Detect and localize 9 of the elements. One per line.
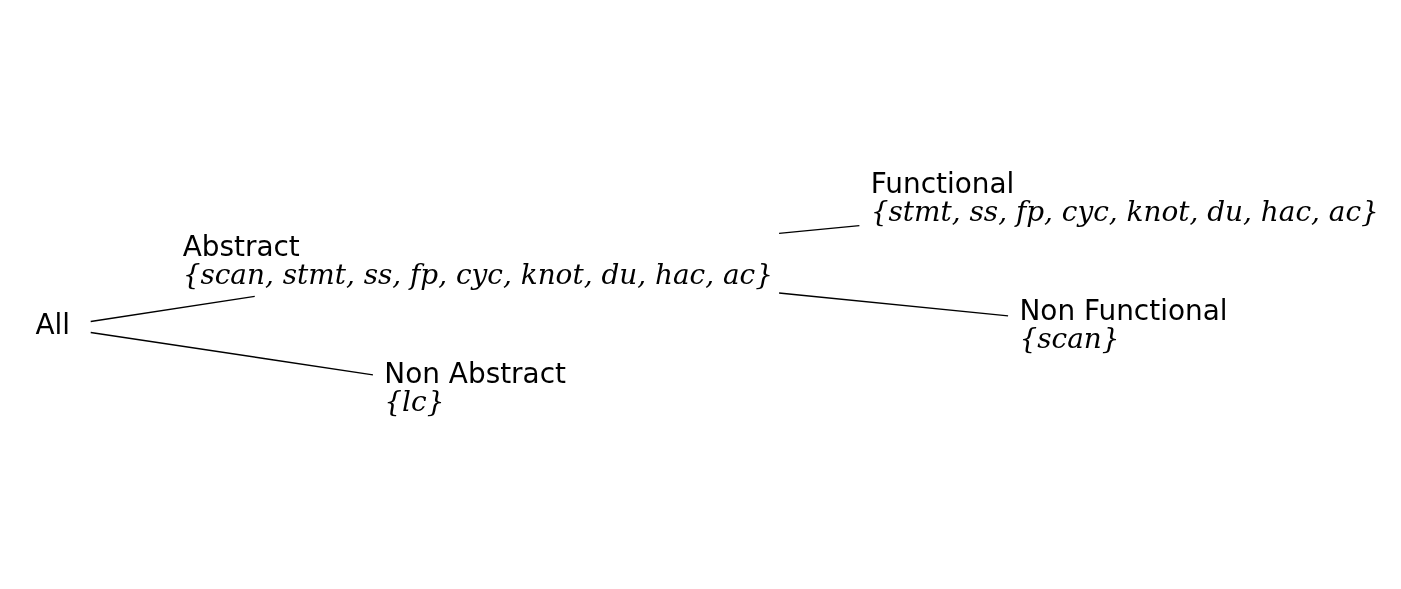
node-text: All: [35, 307, 70, 341]
node-text: Functional {stmt, ss, fp, cyc, knot, du, hac, ac}: [870, 166, 1379, 228]
node-text: Non Abstract {lc}: [384, 356, 566, 418]
connector: [778, 291, 1009, 317]
node-text: Non Functional {scan}: [1019, 293, 1228, 355]
node-text: Abstract {scan, stmt, ss, fp, cyc, knot, du, hac, ac}: [182, 229, 773, 291]
connector: [778, 224, 861, 234]
connector: [90, 295, 256, 322]
connector: [90, 331, 374, 376]
